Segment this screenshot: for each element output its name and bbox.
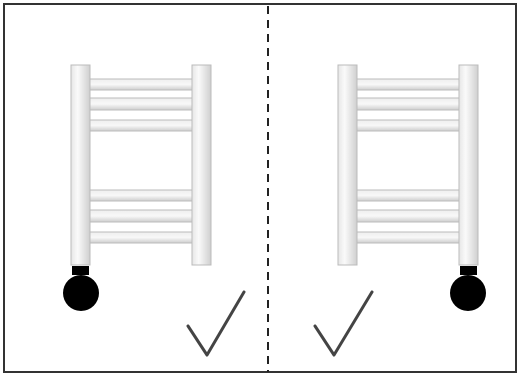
checkmark-icon [186,290,246,357]
radiator-rail-left [70,64,91,266]
checkmark-icon [313,290,374,357]
radiator-bar [88,209,194,223]
radiator-bar [354,78,460,91]
radiator-bar [88,119,194,132]
radiator-rail-right [458,64,479,266]
radiator-valve-icon [450,266,486,311]
radiator-bar [354,119,460,132]
radiator-bar [88,189,194,202]
radiator-valve-icon [63,266,99,311]
radiator-bar [354,231,460,244]
radiator-rail-left [337,64,358,266]
radiator-bar [88,97,194,111]
radiator-bar [88,78,194,91]
radiator-bar [88,231,194,244]
radiator-left [63,64,212,311]
radiator-bar [354,189,460,202]
radiator-right [337,64,486,311]
radiator-bar [354,209,460,223]
radiator-bar [354,97,460,111]
radiator-rail-right [191,64,212,266]
